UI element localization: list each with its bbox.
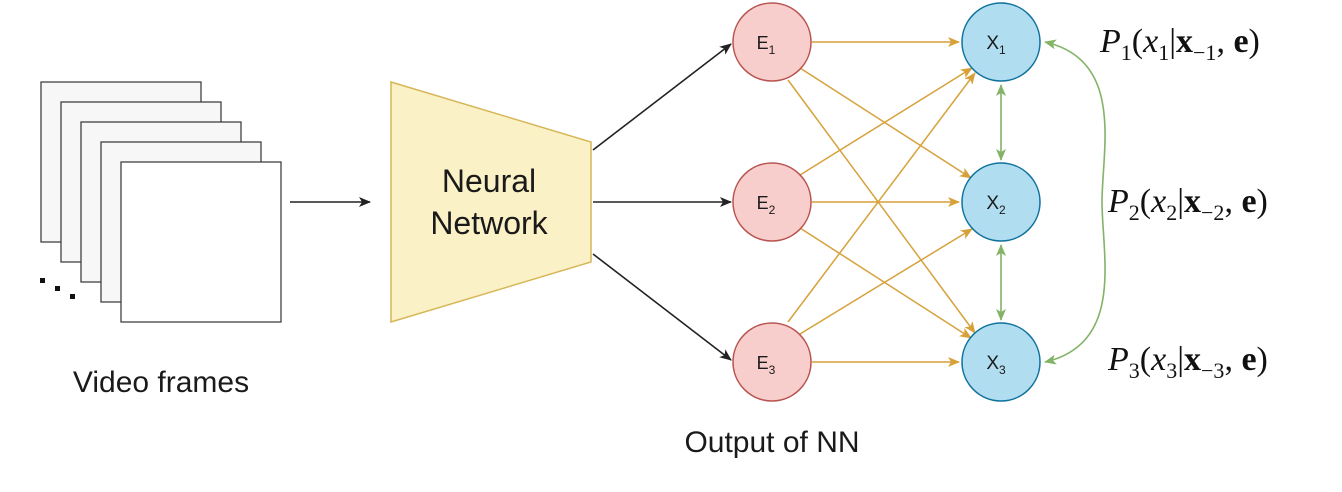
svg-text:P1(x1|x−1, e): P1(x1|x−1, e) [1099,23,1260,65]
formula-x: x [1150,183,1166,220]
e-node-3: E3 [732,322,812,402]
formula-bold-x: x [1176,23,1193,60]
e-node-letter: E [757,353,769,373]
formula-index: 2 [1129,200,1140,225]
probability-formula-2: P2(x2|x−2, e) [1107,183,1268,225]
video-frames-label: Video frames [73,366,249,399]
e-node-letter: E [757,33,769,53]
nn-to-e1-arrow [592,43,732,151]
x-node-letter: X [986,193,999,214]
nn-to-e3-arrow [592,253,732,361]
nn-label-line1: Neural [442,163,536,199]
e2-to-x1-arrow [799,67,973,176]
e2-to-x3-arrow [799,227,972,339]
svg-text:E1: E1 [757,33,776,57]
formula-P: P [1107,183,1129,220]
formula-P: P [1107,341,1129,378]
e3-to-x1-arrow [787,72,976,323]
svg-text:E3: E3 [757,353,776,377]
svg-text:X1: X1 [986,33,1006,57]
x1-x3-curved-arrow [1044,39,1106,365]
e1-to-x2-arrow [799,67,972,179]
formula-x-index: 3 [1166,358,1177,383]
e1-to-x3-arrow [787,79,976,334]
x-node-subscript: 1 [999,43,1006,57]
video-frames-stack: Video frames [40,81,282,399]
formula-neg-sub: −3 [1201,358,1224,383]
formula-x-index: 2 [1166,200,1177,225]
formula-e: e [1241,341,1256,378]
neural-network-shape [390,80,592,324]
e-node-letter: E [757,193,769,213]
formula-e: e [1233,23,1248,60]
formula-P: P [1099,23,1121,60]
formula-e: e [1241,183,1256,220]
e3-to-x2-arrow [799,228,973,335]
neural-network-block: Neural Network [390,80,592,324]
probability-formula-3: P3(x3|x−3, e) [1107,341,1268,383]
svg-text:X2: X2 [986,193,1006,217]
x-node-subscript: 3 [999,363,1006,377]
x-node-1: X1 [961,2,1041,82]
e-node-subscript: 1 [769,43,776,57]
probability-formula-1: P1(x1|x−1, e) [1099,23,1260,65]
formula-x-index: 1 [1158,40,1169,65]
nn-label-line2: Network [430,205,548,241]
e-node-1: E1 [732,2,812,82]
svg-text:P3(x3|x−3, e): P3(x3|x−3, e) [1107,341,1268,383]
formula-bold-x: x [1184,183,1201,220]
formula-index: 3 [1129,358,1140,383]
output-of-nn-label: Output of NN [684,426,859,459]
formula-neg-sub: −2 [1201,200,1224,225]
formula-index: 1 [1121,40,1132,65]
svg-text:E2: E2 [757,193,776,217]
ellipsis-dots-icon [40,278,75,299]
x-node-2: X2 [961,162,1041,242]
video-frame [120,161,282,323]
x-node-letter: X [986,353,999,374]
e-to-x-connections [787,37,976,367]
e-node-subscript: 2 [769,203,776,217]
svg-text:X3: X3 [986,353,1006,377]
formula-x: x [1150,341,1166,378]
formula-bold-x: x [1184,341,1201,378]
x-node-3: X3 [961,322,1041,402]
formula-x: x [1142,23,1158,60]
e-node-2: E2 [732,162,812,242]
formula-neg-sub: −1 [1193,40,1216,65]
svg-text:P2(x2|x−2, e): P2(x2|x−2, e) [1107,183,1268,225]
x-node-letter: X [986,33,999,54]
e-node-subscript: 3 [769,363,776,377]
x-node-subscript: 2 [999,203,1006,217]
